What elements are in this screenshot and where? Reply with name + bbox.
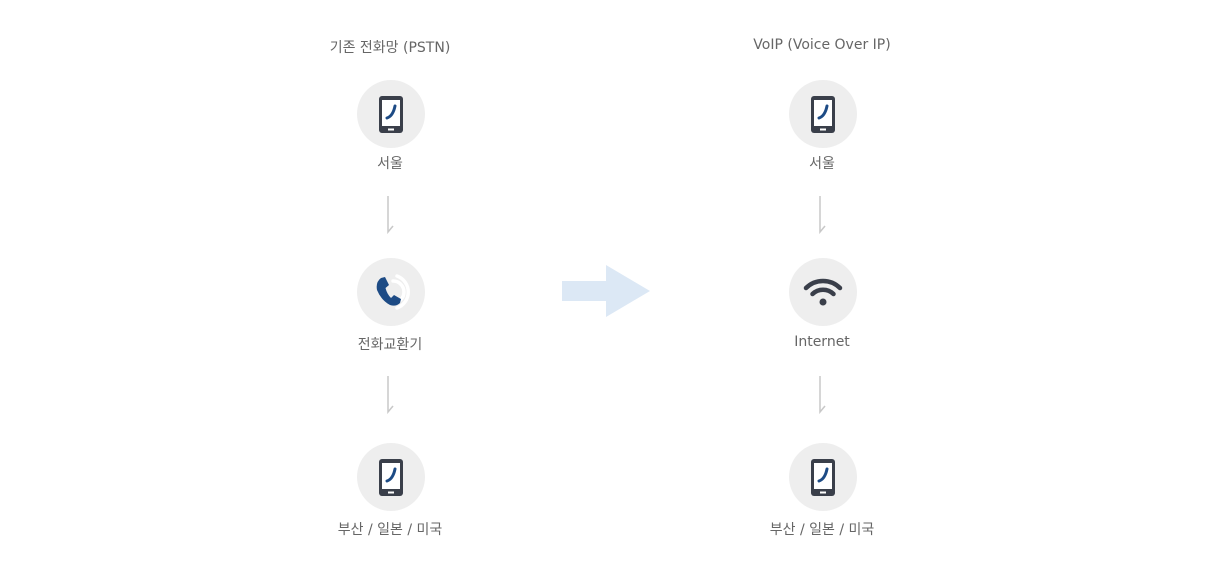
down-arrow [384, 376, 396, 414]
pstn-title: 기존 전화망 (PSTN) [329, 40, 451, 56]
seoul-node [789, 80, 857, 148]
destination-node [357, 443, 425, 511]
down-arrow [816, 196, 828, 234]
destination-node [789, 443, 857, 511]
wifi-icon [803, 278, 843, 306]
destination-label: 부산 / 일본 / 미국 [337, 522, 443, 538]
seoul-label: 서울 [377, 156, 403, 172]
exchange-label: 전화교환기 [357, 337, 423, 353]
seoul-label: 서울 [809, 156, 835, 172]
down-arrow [816, 376, 828, 414]
smartphone-icon [811, 96, 835, 133]
pstn-column: 기존 전화망 (PSTN) 서울 전화교환기 부산 / 일본 / 미국 [280, 0, 500, 572]
seoul-node [357, 80, 425, 148]
destination-label: 부산 / 일본 / 미국 [769, 522, 875, 538]
phone-ringing-icon [376, 274, 410, 310]
voip-column: VoIP (Voice Over IP) 서울 Internet 부산 / 일본… [712, 0, 932, 572]
smartphone-icon [811, 459, 835, 496]
right-arrow-icon [562, 265, 650, 317]
exchange-node [357, 258, 425, 326]
voip-title: VoIP (Voice Over IP) [753, 37, 891, 53]
smartphone-icon [379, 96, 403, 133]
internet-node [789, 258, 857, 326]
down-arrow [384, 196, 396, 234]
internet-label: Internet [794, 334, 850, 350]
smartphone-icon [379, 459, 403, 496]
